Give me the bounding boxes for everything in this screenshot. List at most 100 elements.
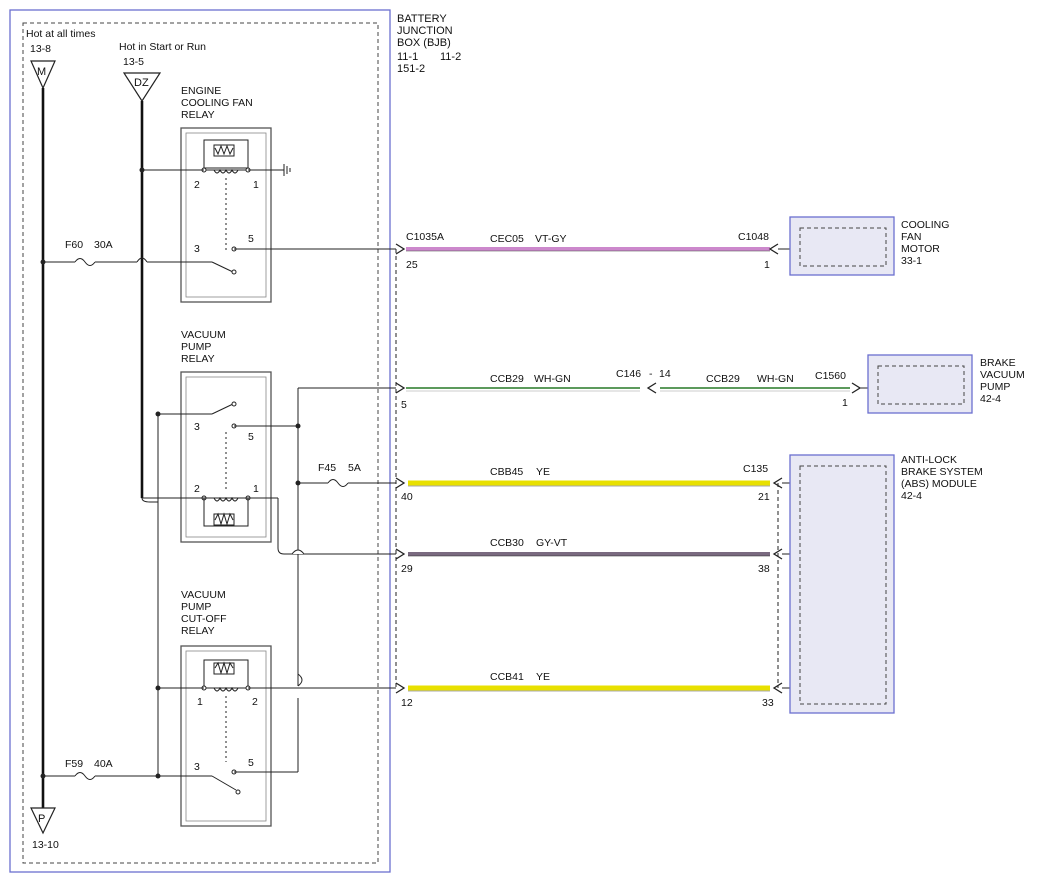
abs-module-inner: [799, 465, 887, 705]
ccb29-color-a: WH-GN: [534, 373, 571, 385]
abs-module-box: [789, 454, 895, 714]
f60-name: F60: [65, 239, 83, 251]
ccb29-circuit-a: CCB29: [490, 373, 524, 385]
f45-fuse-symbol: [327, 479, 349, 487]
ccb29-circuit-b: CCB29: [706, 373, 740, 385]
ground-p-ref: 13-10: [32, 839, 59, 851]
bjb-ref-1: 11-1: [397, 51, 418, 63]
pump-relay-coil-box: [203, 497, 249, 527]
f59-rating: 40A: [94, 758, 113, 770]
ccb41-left-arrow: [395, 682, 406, 694]
ccb29-far-connector: C1560: [815, 370, 846, 382]
f45-name: F45: [318, 462, 336, 474]
cec05-connector: C1035A: [406, 231, 444, 243]
fan-relay-pin-1: 1: [253, 179, 259, 191]
cec05-color: VT-GY: [535, 233, 567, 245]
cutoff-relay-label-1: VACUUM: [181, 589, 226, 601]
brake-pump-ref: 42-4: [980, 393, 1001, 405]
abs-label-1: ANTI-LOCK: [901, 454, 957, 466]
f45-splice: [295, 480, 301, 486]
brake-pump-label-2: VACUUM: [980, 369, 1025, 381]
abs-ref: 42-4: [901, 490, 922, 502]
ccb41-pin-right: 33: [762, 697, 774, 709]
f59-splice: [40, 773, 46, 779]
bjb-title-1: BATTERY: [397, 13, 447, 25]
brake-pump-inner: [877, 365, 965, 405]
ccb30-left-arrow: [395, 548, 406, 560]
cutoff-relay-pin3-dot: [235, 789, 241, 795]
ccb29-inline-arrow: [646, 382, 657, 394]
bjb-title-3: BOX (BJB): [397, 37, 451, 49]
bjb-outer-frame: [9, 9, 391, 873]
hot-always-label: Hot at all times: [26, 28, 95, 40]
dz-bus-corner: [141, 497, 158, 503]
fan-relay-pin-3: 3: [194, 243, 200, 255]
bjb-ref-3: 151-2: [397, 63, 425, 75]
fan-relay-label-2: COOLING FAN: [181, 97, 253, 109]
pump-relay-label-3: RELAY: [181, 353, 215, 365]
abs-label-2: BRAKE SYSTEM: [901, 466, 983, 478]
f59-splice-b: [155, 773, 161, 779]
f60-splice: [40, 259, 46, 265]
feed-dz-letter: DZ: [134, 77, 149, 89]
cbb45-pin-left: 40: [401, 491, 413, 503]
f59-fuse-symbol: [74, 772, 96, 780]
cec05-right-arrow: [768, 243, 779, 255]
cutoff-relay-splice-1: [155, 685, 161, 691]
cutoff-relay-pin-2: 2: [252, 696, 258, 708]
ccb41-circuit: CCB41: [490, 671, 524, 683]
ccb29-left-arrow: [395, 382, 406, 394]
fan-relay-coil-box: [203, 139, 249, 169]
pump-relay-pin-5: 5: [248, 431, 254, 443]
ccb29-pin-left: 5: [401, 399, 407, 411]
cutoff-relay-label-3: CUT-OFF: [181, 613, 227, 625]
feed-m-triangle: [30, 60, 56, 90]
fan-motor-label-2: FAN: [901, 231, 921, 243]
bjb-inner-frame: [22, 22, 379, 864]
pump-relay-label-1: VACUUM: [181, 329, 226, 341]
cec05-far-connector: C1048: [738, 231, 769, 243]
pump-out-crossover: [297, 673, 303, 687]
cutoff-relay-pin-5: 5: [248, 757, 254, 769]
cutoff-relay-inner: [185, 650, 267, 822]
pump-relay-label-2: PUMP: [181, 341, 211, 353]
fan-relay-splice: [139, 167, 145, 173]
cutoff-relay-pin-1: 1: [197, 696, 203, 708]
ccb30-color: GY-VT: [536, 537, 568, 549]
cbb45-left-arrow: [395, 477, 406, 489]
brake-pump-box: [867, 354, 973, 414]
fan-relay-label-1: ENGINE: [181, 85, 221, 97]
cutoff-relay-label-4: RELAY: [181, 625, 215, 637]
brake-pump-label-3: PUMP: [980, 381, 1010, 393]
cutoff-relay-box: [180, 645, 272, 827]
hot-always-ref: 13-8: [30, 43, 51, 55]
ccb30-pin-left: 29: [401, 563, 413, 575]
pump-relay-box: [180, 371, 272, 543]
f59-name: F59: [65, 758, 83, 770]
pump-relay-pin-3: 3: [194, 421, 200, 433]
ground-p-letter: P: [38, 813, 45, 825]
cbb45-far-connector: C135: [743, 463, 768, 475]
f60-crossover: [136, 257, 148, 263]
f60-fuse-symbol: [74, 258, 96, 266]
cutoff-relay-label-2: PUMP: [181, 601, 211, 613]
pump-relay-pin-2: 2: [194, 483, 200, 495]
fan-relay-pin-2: 2: [194, 179, 200, 191]
cutoff-relay-pin-3: 3: [194, 761, 200, 773]
cbb45-circuit: CBB45: [490, 466, 523, 478]
pump-relay-pin3-dot: [231, 401, 237, 407]
abs-label-3: (ABS) MODULE: [901, 478, 977, 490]
ccb41-color: YE: [536, 671, 550, 683]
f45-rating: 5A: [348, 462, 361, 474]
ccb29-pin-right: 1: [842, 397, 848, 409]
pump-relay-pin-1: 1: [253, 483, 259, 495]
pump-relay-switch-arm: [211, 403, 234, 415]
ccb30-feed-corner: [277, 498, 396, 555]
fan-relay-pin3-dot: [231, 269, 237, 275]
fan-relay-box: [180, 127, 272, 303]
hot-start-run-label: Hot in Start or Run: [119, 41, 206, 53]
fan-relay-inner: [185, 132, 267, 298]
ccb41-right-arrow: [772, 682, 783, 694]
pump-relay-resistor: [214, 512, 234, 526]
